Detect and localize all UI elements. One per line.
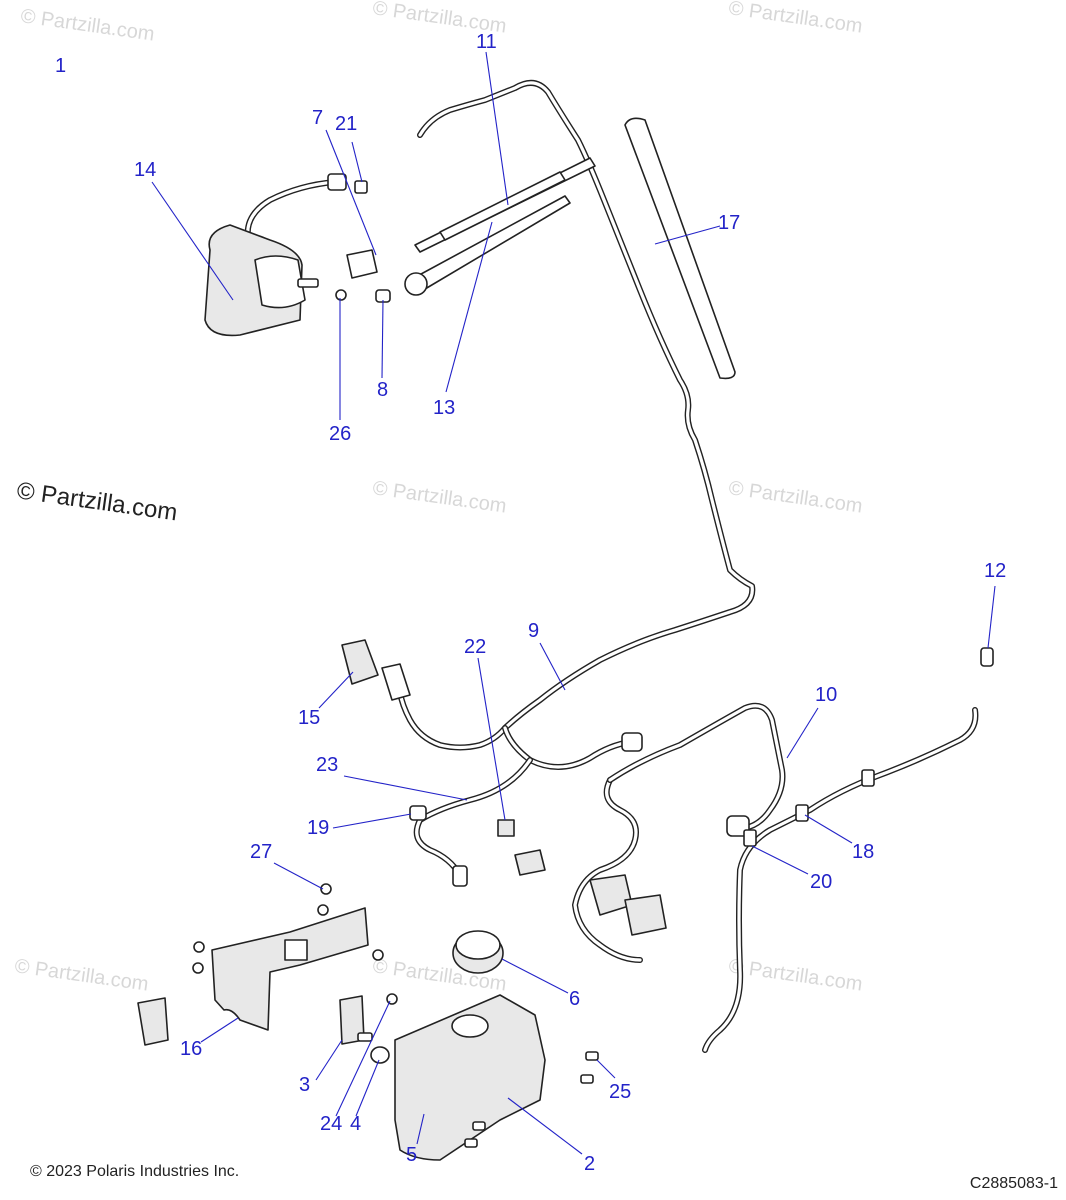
- callout-2: 2: [584, 1153, 595, 1175]
- pad-22: [497, 819, 515, 837]
- callout-12: 12: [984, 560, 1006, 582]
- reservoir-bracket: [192, 883, 398, 1031]
- callout-18: 18: [852, 841, 874, 863]
- motor-connector: [327, 173, 347, 191]
- watermark-text: © Partzilla.com: [13, 955, 150, 996]
- washer-pump: [137, 995, 373, 1046]
- screw: [464, 1138, 478, 1148]
- callout-13: 13: [433, 397, 455, 419]
- fastener: [386, 993, 398, 1005]
- wiper-harness: [397, 79, 756, 887]
- watermark-text: © Partzilla.com: [19, 5, 156, 46]
- harness-connector: [452, 865, 468, 887]
- watermarks: © Partzilla.com © Partzilla.com © Partzi…: [13, 0, 864, 996]
- fastener: [317, 904, 329, 916]
- washer-reservoir: [370, 994, 599, 1161]
- watermark-text: © Partzilla.com: [727, 955, 864, 996]
- sensor: [980, 647, 994, 667]
- fastener: [192, 962, 204, 974]
- wiper-arm-head: [404, 272, 428, 296]
- callout-23: 23: [316, 754, 338, 776]
- watermark-text-main: © Partzilla.com: [15, 477, 179, 526]
- harness-connector: [621, 732, 643, 752]
- connector-19: [409, 805, 427, 821]
- callout-22: 22: [464, 636, 486, 658]
- fastener: [320, 883, 332, 895]
- accessory-harness: [514, 702, 786, 963]
- washer-hose: [702, 707, 979, 1053]
- callout-1: 1: [55, 55, 66, 77]
- fastener: [372, 949, 384, 961]
- grommet: [370, 1046, 390, 1064]
- bracket-cutout: [284, 939, 308, 961]
- wiper-switch: [341, 639, 411, 701]
- screw: [585, 1051, 599, 1061]
- callout-27: 27: [250, 841, 272, 863]
- wiper-assembly: [404, 157, 596, 296]
- watermark-text: © Partzilla.com: [727, 0, 864, 38]
- callout-20: 20: [810, 871, 832, 893]
- callout-10: 10: [815, 684, 837, 706]
- relay-block: [589, 874, 633, 916]
- callout-24: 24: [320, 1113, 342, 1135]
- leader-lines: [151, 51, 996, 1155]
- callout-19: 19: [307, 817, 329, 839]
- callout-4: 4: [350, 1113, 361, 1135]
- drawing-code: C2885083-1: [970, 1175, 1058, 1192]
- callout-16: 16: [180, 1038, 202, 1060]
- callout-6: 6: [569, 988, 580, 1010]
- hose-clip: [743, 829, 757, 847]
- weather-strip: [624, 117, 736, 380]
- callout-8: 8: [377, 379, 388, 401]
- callout-26: 26: [329, 423, 351, 445]
- callout-21: 21: [335, 113, 357, 135]
- screw: [472, 1121, 486, 1131]
- watermark-text: © Partzilla.com: [727, 477, 864, 518]
- nut: [335, 289, 347, 301]
- callout-14: 14: [134, 159, 156, 181]
- pivot-hardware: [335, 180, 391, 303]
- reservoir-cap: [452, 930, 504, 974]
- motor-shaft: [297, 278, 319, 288]
- relay-block: [624, 894, 667, 936]
- callout-9: 9: [528, 620, 539, 642]
- wiper-motor: [204, 173, 347, 337]
- hose-clip: [795, 804, 809, 822]
- callout-25: 25: [609, 1081, 631, 1103]
- switch-connector: [381, 663, 411, 701]
- copyright-text: © 2023 Polaris Industries Inc.: [30, 1163, 239, 1180]
- harness-connector: [514, 849, 546, 876]
- callout-3: 3: [299, 1074, 310, 1096]
- callout-7: 7: [312, 107, 323, 129]
- pivot-grommet: [354, 180, 368, 194]
- watermark-text: © Partzilla.com: [371, 477, 508, 518]
- callout-5: 5: [406, 1144, 417, 1166]
- callout-labels: 1 11 7 21 14 17 8 13 26 12 9 22 10 15 23…: [55, 31, 1006, 1175]
- pivot-nut: [346, 249, 378, 279]
- hose-clip: [861, 769, 875, 787]
- screw: [580, 1074, 594, 1084]
- callout-17: 17: [718, 212, 740, 234]
- fastener: [193, 941, 205, 953]
- callout-11: 11: [476, 31, 497, 53]
- reservoir-filler-neck: [451, 1014, 489, 1038]
- callout-15: 15: [298, 707, 320, 729]
